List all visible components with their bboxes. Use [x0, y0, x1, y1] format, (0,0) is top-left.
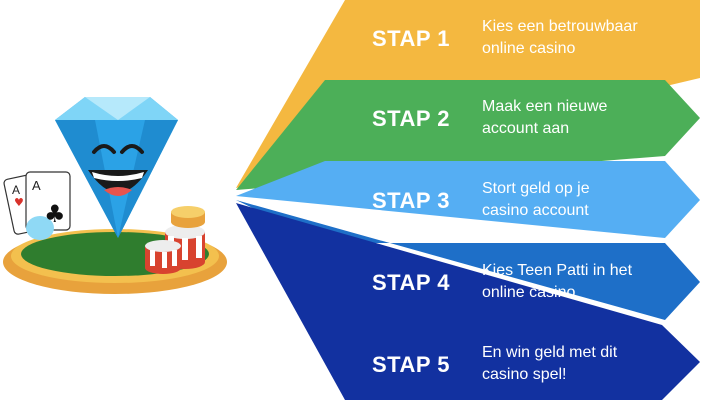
step-3-desc-line-1: Stort geld op je	[482, 180, 590, 197]
step-4-arrow	[236, 200, 700, 320]
card-2-rank: A	[32, 178, 41, 193]
card-2-suit: ♣	[44, 200, 66, 228]
step-5-desc-line-2: casino spel!	[482, 366, 567, 383]
step-4-desc-line-2: online casino	[482, 284, 576, 301]
step-3-desc-line-2: casino account	[482, 202, 589, 219]
card-1-suit: ♥	[14, 196, 24, 209]
step-3-arrow	[236, 161, 700, 238]
step-5-desc-line-1: En win geld met dit	[482, 344, 618, 361]
step-3-label: STAP 3	[372, 188, 450, 213]
step-1-desc-line-1: Kies een betrouwbaar	[482, 18, 638, 35]
step-5-arrow	[236, 203, 700, 400]
step-2-desc-line-1: Maak een nieuwe	[482, 98, 608, 115]
diamond-mascot-icon	[3, 97, 227, 294]
step-1-desc-line-2: online casino	[482, 40, 576, 57]
step-1-label: STAP 1	[372, 26, 450, 51]
step-4-label: STAP 4	[372, 270, 450, 295]
card-1-rank: A	[12, 183, 20, 197]
chip-stack	[145, 206, 205, 274]
step-4-desc-line-1: Kies Teen Patti in het	[482, 262, 633, 279]
step-5-label: STAP 5	[372, 352, 450, 377]
step-2-label: STAP 2	[372, 106, 450, 131]
step-2-desc-line-2: account aan	[482, 120, 570, 137]
